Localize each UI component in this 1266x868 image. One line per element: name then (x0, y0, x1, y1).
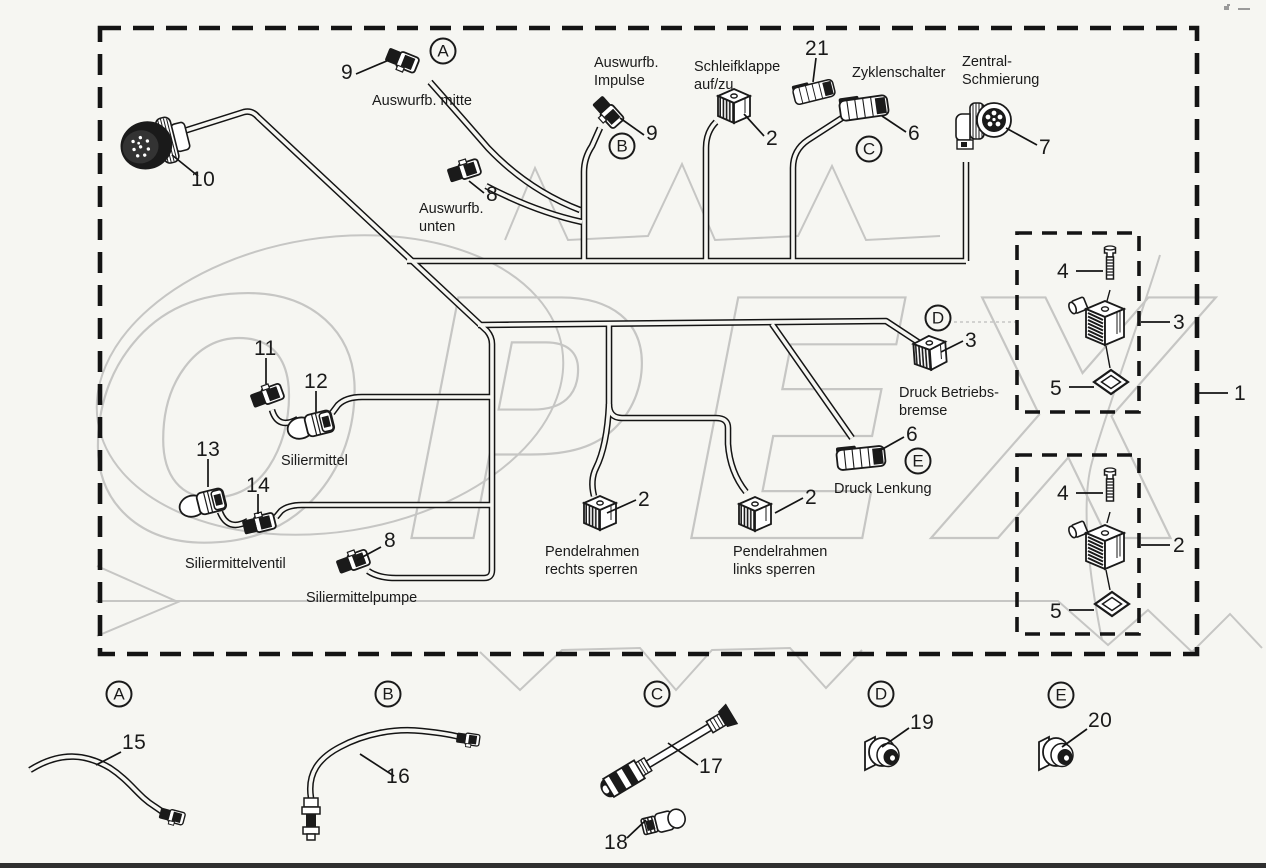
section-circle-a-bottom: A (105, 680, 133, 708)
label-auswurfb-unten: Auswurfb. unten (419, 200, 483, 236)
callout-5-box-top: 5 (1050, 377, 1063, 400)
callout-8-auswurfb-unten: 8 (486, 183, 499, 206)
outer-frame (97, 25, 1200, 657)
connector-6-zyklenschalter-icon (837, 90, 891, 123)
connector-2-pendelrahmen-rechts-icon (583, 495, 617, 531)
fitting-16-icon (301, 797, 321, 841)
callout-5-box-bottom: 5 (1050, 600, 1063, 623)
label-line: Schmierung (962, 72, 1040, 88)
corner-scan-artifact (1224, 4, 1254, 12)
sensor-17-icon (595, 702, 740, 803)
callout-4-box-top: 4 (1057, 260, 1070, 283)
callout-21: 21 (805, 37, 830, 60)
leader-lines (95, 57, 1228, 839)
label-line: auf/zu (694, 77, 734, 93)
plug-15-icon (157, 806, 187, 829)
label-auswurfb-impulse: Auswurfb. Impulse (594, 54, 658, 90)
callout-6-druck-lenkung: 6 (906, 423, 919, 446)
label-line: Druck Betriebs- (899, 385, 999, 401)
label-line: Pendelrahmen (733, 544, 828, 560)
label-line: Schleifklappe (694, 59, 781, 75)
section-circle-c-bottom: C (643, 680, 671, 708)
label-pendelrahmen-rechts: Pendelrahmen rechts sperren (545, 543, 639, 579)
callout-10-hauptstecker: 10 (191, 168, 216, 191)
section-circle-e-top: E (904, 447, 932, 475)
callout-3-box-top: 3 (1173, 311, 1186, 334)
connector-7-icon (955, 102, 1012, 150)
connector-19-icon (864, 736, 900, 771)
scan-edge-strip (0, 863, 1266, 868)
callout-4-box-bottom: 4 (1057, 482, 1070, 505)
label-line: links sperren (733, 562, 816, 578)
label-siliermittelpumpe: Siliermittelpumpe (306, 590, 418, 606)
label-line: Auswurfb. (594, 55, 659, 71)
callout-2-pendelrahmen-rechts: 2 (638, 488, 651, 511)
label-siliermittel: Siliermittel (281, 453, 348, 469)
label-druck-betriebsbremse: Druck Betriebs- bremse (899, 384, 999, 420)
callout-9-auswurfb-mitte: 9 (341, 61, 354, 84)
label-zyklenschalter: Zyklenschalter (852, 65, 946, 81)
plug-16-icon (454, 731, 481, 750)
wiring-harness (28, 79, 970, 818)
section-circle-a-top: A (429, 37, 457, 65)
label-line: Zentral- (962, 54, 1012, 70)
callout-12: 12 (304, 370, 329, 393)
section-circle-c-top: C (855, 135, 883, 163)
callout-15: 15 (122, 731, 147, 754)
label-line: Pendelrahmen (545, 544, 640, 560)
callout-2-schleifklappe: 2 (766, 127, 779, 150)
callout-11: 11 (254, 337, 277, 360)
callout-17: 17 (699, 755, 724, 778)
callout-9-auswurfb-impulse: 9 (646, 122, 659, 145)
callout-7-zentralschmierung: 7 (1039, 136, 1052, 159)
label-pendelrahmen-links: Pendelrahmen links sperren (733, 543, 827, 579)
connector-2-schleifklappe-icon (717, 88, 751, 124)
section-circle-d-bottom: D (867, 680, 895, 708)
connector-9a-icon (382, 45, 421, 78)
callout-1-frame: 1 (1234, 382, 1247, 405)
bolt-4-bottom-icon (1103, 467, 1117, 502)
bolt-4-top-icon (1103, 245, 1117, 280)
callout-18: 18 (604, 831, 629, 854)
callout-3-druck-betriebsbremse: 3 (965, 329, 978, 352)
label-line: Auswurfb. (419, 201, 484, 217)
connector-10-icon (114, 111, 194, 176)
callout-16: 16 (386, 765, 411, 788)
plug-18-icon (639, 806, 688, 838)
callout-2-pendelrahmen-links: 2 (805, 486, 818, 509)
section-circle-e-bottom: E (1047, 681, 1075, 709)
callout-19: 19 (910, 711, 935, 734)
connector-8a-icon (444, 154, 483, 185)
callout-8-siliermittelpumpe: 8 (384, 529, 397, 552)
callout-2-box-bottom: 2 (1173, 534, 1186, 557)
label-auswurfb-mitte: Auswurfb. mitte (372, 93, 472, 109)
label-druck-lenkung: Druck Lenkung (834, 481, 932, 497)
section-circle-b-top: B (608, 132, 636, 160)
label-line: rechts sperren (545, 562, 638, 578)
callout-14: 14 (246, 474, 271, 497)
label-zentralschmierung: Zentral- Schmierung (962, 53, 1039, 89)
detail-box-bottom (1015, 453, 1141, 636)
callout-13: 13 (196, 438, 221, 461)
label-line: Impulse (594, 73, 645, 89)
connector-2-pendelrahmen-links-icon (738, 496, 772, 532)
label-schleifklappe: Schleifklappe auf/zu (694, 58, 780, 94)
section-circle-d-top: D (924, 304, 952, 332)
section-circle-b-bottom: B (374, 680, 402, 708)
callout-20: 20 (1088, 709, 1113, 732)
callout-6-zyklenschalter: 6 (908, 122, 921, 145)
detail-box-top (1015, 231, 1141, 414)
label-line: unten (419, 219, 456, 235)
frames (97, 25, 1200, 657)
watermark-graphics: OPEX (85, 161, 1263, 692)
label-siliermittelventil: Siliermittelventil (185, 556, 286, 572)
connector-9b-icon (588, 93, 626, 133)
label-line: bremse (899, 403, 948, 419)
